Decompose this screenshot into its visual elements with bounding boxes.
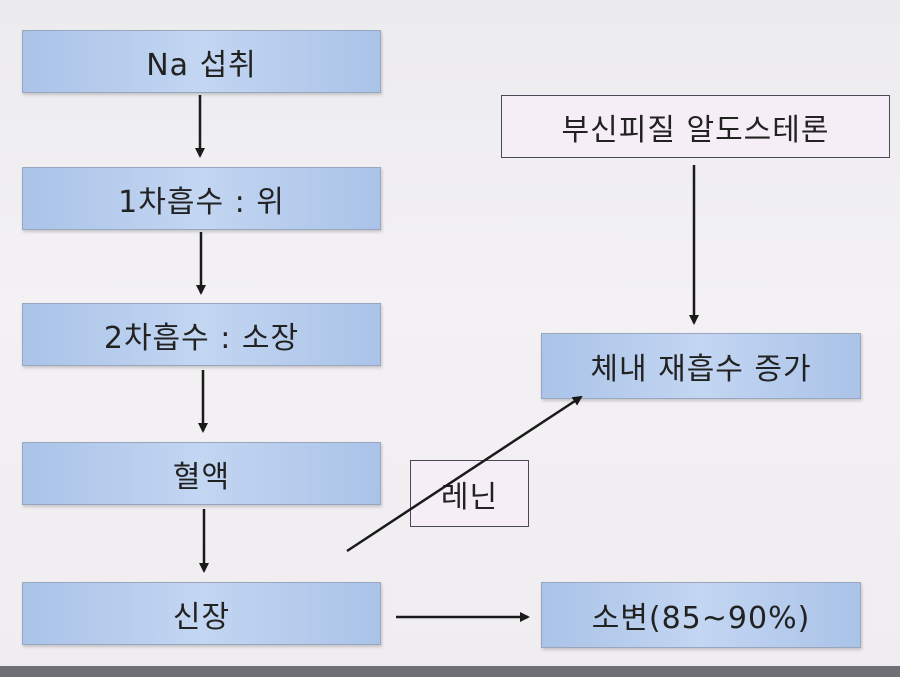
node-reabsorption-label: 체내 재흡수 증가 [590,352,812,387]
node-primary-absorption-label: 1차흡수 : 위 [118,184,285,220]
node-aldosterone-label: 부신피질 알도스테론 [561,112,830,148]
node-reabsorption: 체내 재흡수 증가 [541,333,861,399]
node-aldosterone: 부신피질 알도스테론 [501,95,890,158]
node-na-intake: Na 섭취 [22,30,381,93]
node-primary-absorption: 1차흡수 : 위 [22,167,381,230]
node-renin-label: 레닌 [440,479,499,515]
bottom-edge-bar [0,666,900,677]
node-urine-label: 소변(85~90%) [591,601,811,636]
node-na-intake-label: Na 섭취 [146,47,257,83]
node-blood-label: 혈액 [172,459,231,495]
node-kidney-label: 신장 [172,599,231,635]
node-secondary-absorption: 2차흡수 : 소장 [22,303,381,366]
node-urine: 소변(85~90%) [541,582,861,648]
node-kidney: 신장 [22,582,381,645]
node-blood: 혈액 [22,442,381,505]
node-secondary-absorption-label: 2차흡수 : 소장 [103,320,300,356]
arrow-renin-to-reabsorption [346,395,583,553]
